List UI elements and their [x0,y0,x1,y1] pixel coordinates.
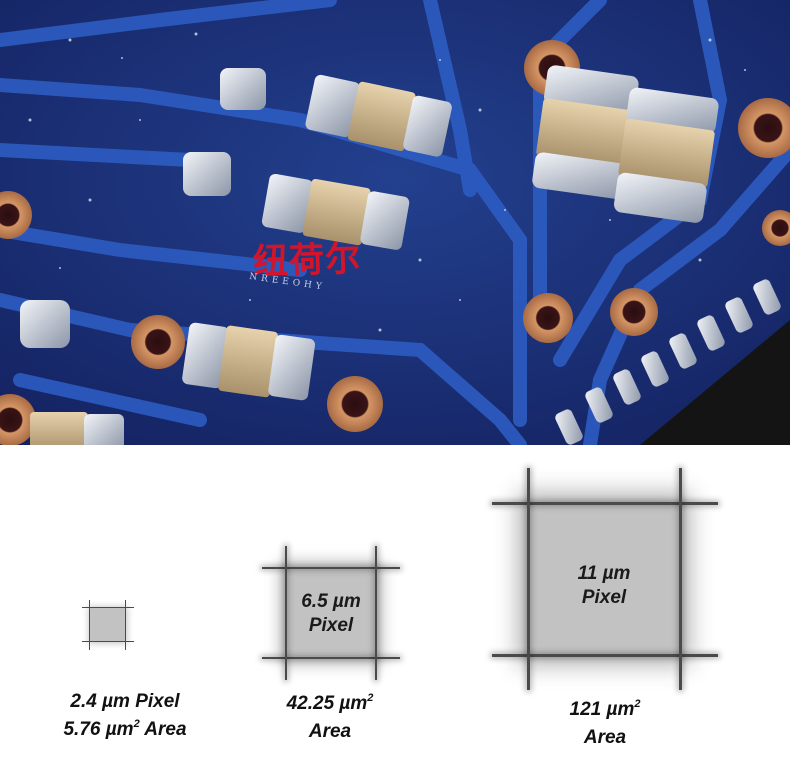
grid-line [285,546,287,680]
caption-area: 5.76 µm2 Area [63,718,187,741]
grid-line [527,468,530,690]
caption-area-value: 121 µm2 [569,698,641,721]
grid-line [125,600,126,650]
caption-area-value: 42.25 µm2 [286,692,374,715]
grid-line [262,567,400,569]
grid-line [492,502,718,505]
pixel-label-medium: 6.5 µm Pixel [301,591,361,636]
grid-line [492,654,718,657]
pixel-label-large: 11 µm Pixel [577,563,631,608]
pcb-microscope-photo: 纽荷尔 NREEOHY [0,0,790,445]
grid-line [262,657,400,659]
grid-line [375,546,377,680]
grid-line [89,600,90,650]
pixel-square-11um [528,503,680,655]
caption-medium-pixel: 42.25 µm2 Area [240,690,420,746]
caption-large-pixel: 121 µm2 Area [520,696,690,752]
grid-line [82,641,134,642]
caption-area-label: Area [308,721,352,742]
caption-area-label: Area [583,727,627,748]
caption-small-pixel: 2.4 µm Pixel 5.76 µm2 Area [20,688,230,744]
pixel-square-6-5um [286,568,376,658]
grid-line [82,607,134,608]
pcb-illustration [0,0,790,445]
pixel-square-2-4um [90,608,126,642]
grid-line [679,468,682,690]
caption-pixel-size: 2.4 µm Pixel [70,691,180,712]
